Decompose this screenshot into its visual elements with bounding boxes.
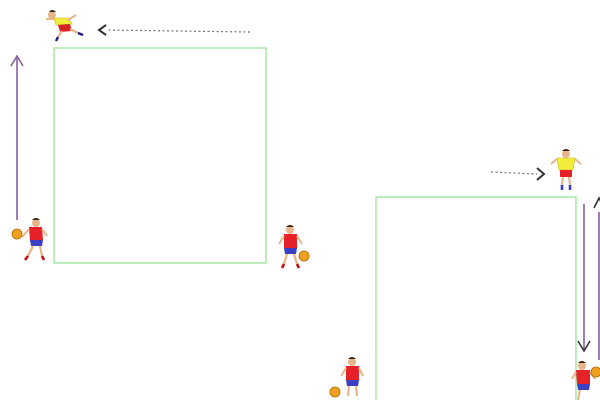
ball-icon: [299, 251, 309, 261]
ball-icon: [330, 387, 340, 397]
ball-icon: [12, 229, 22, 239]
ball-icon: [591, 367, 600, 377]
